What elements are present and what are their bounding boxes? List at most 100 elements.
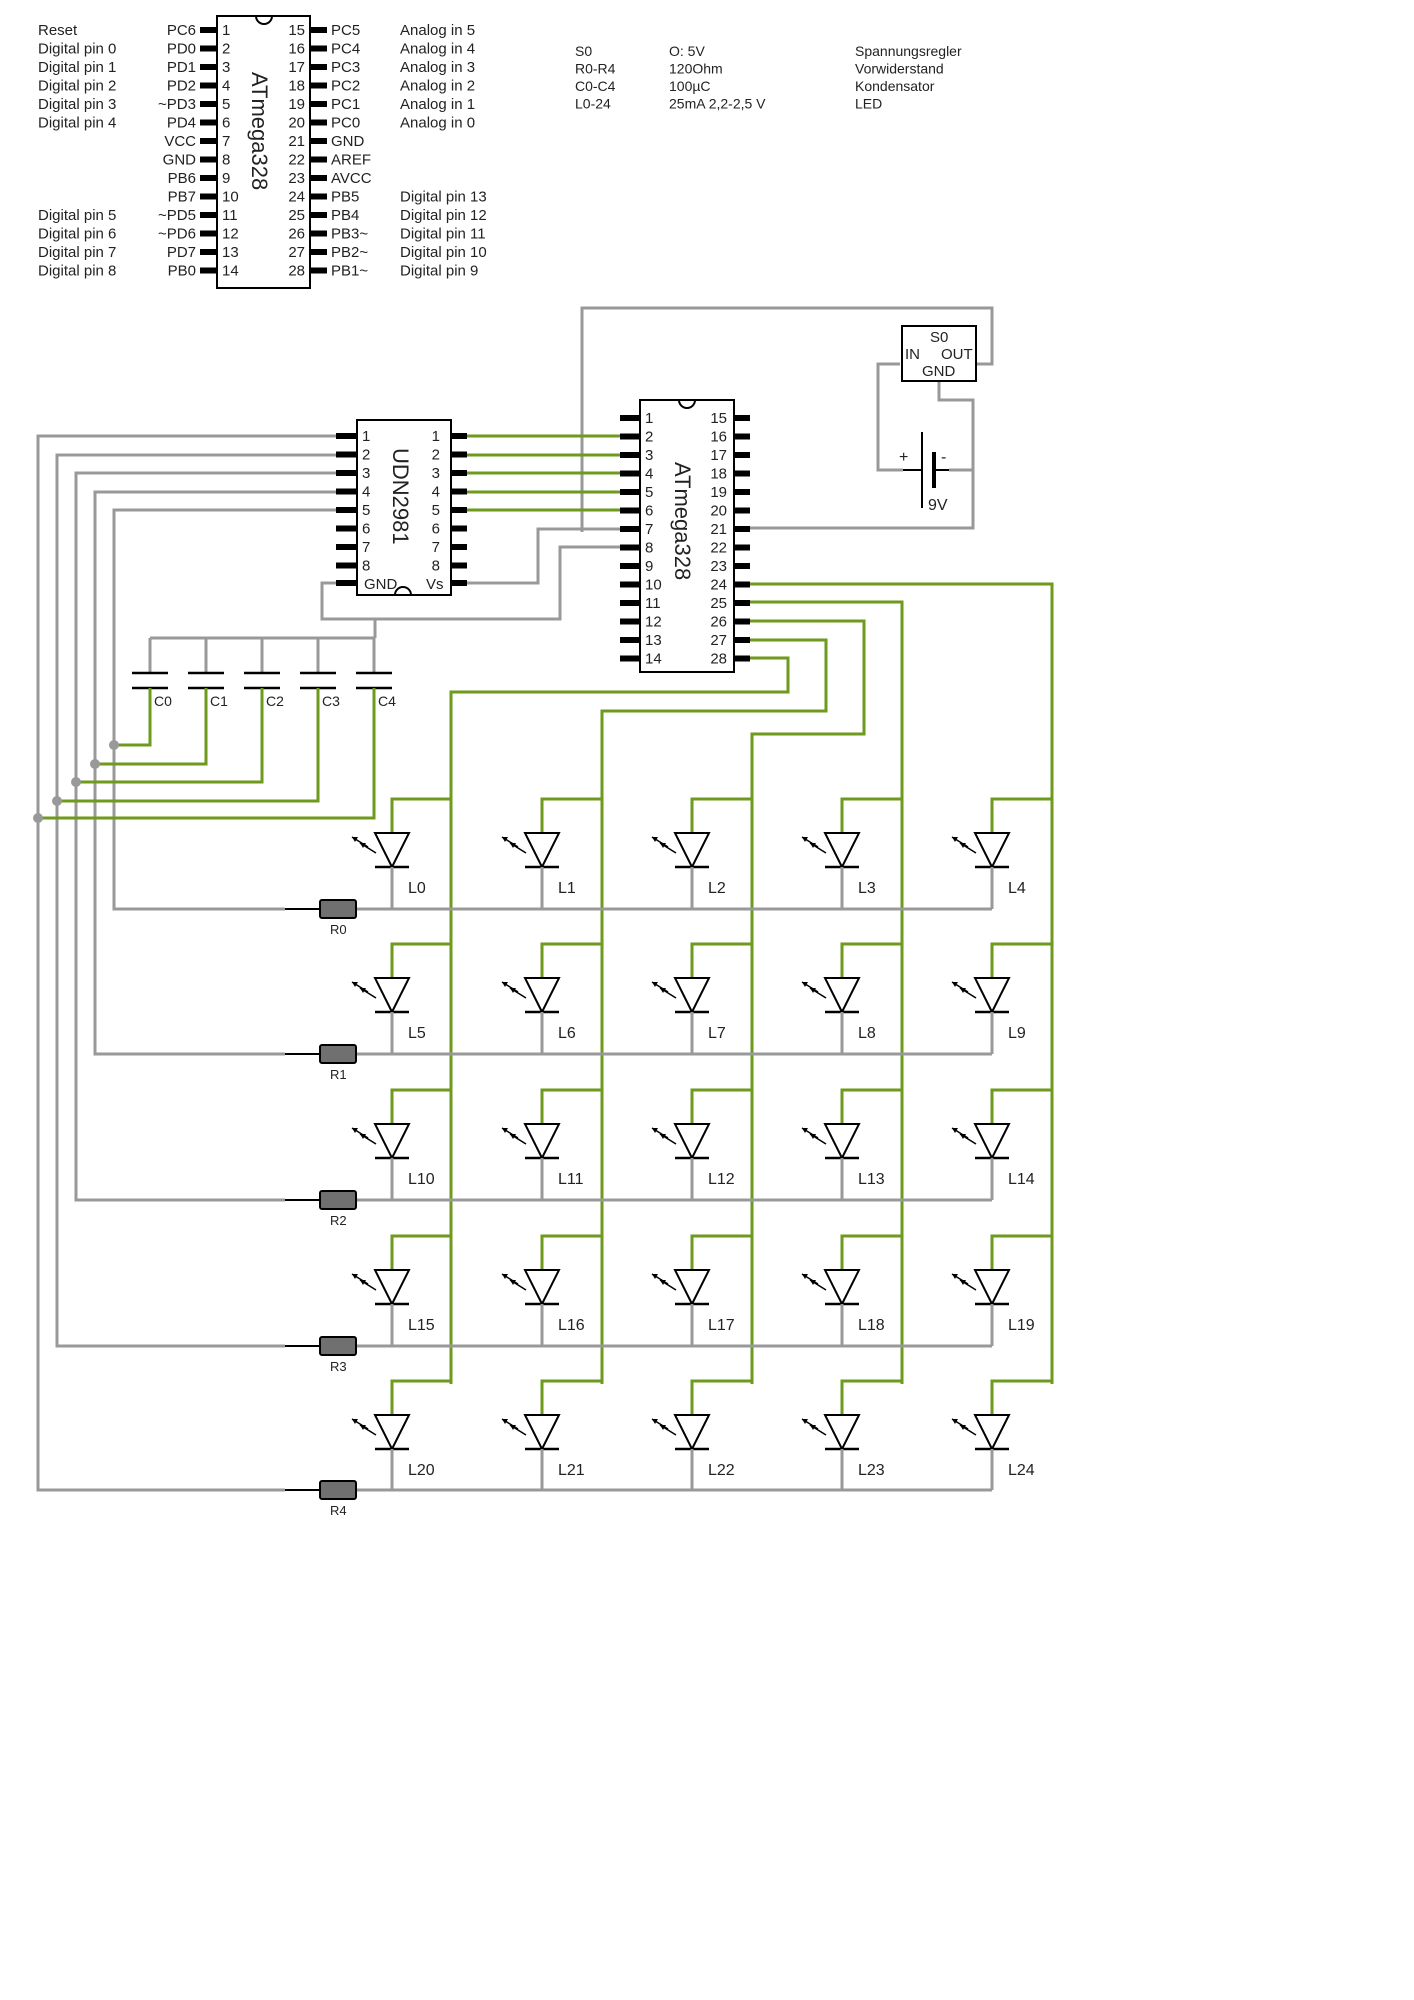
capacitor-label: C2 [266, 693, 284, 709]
part-description: LED [855, 96, 882, 112]
led-diode-symbol [523, 1414, 561, 1452]
led-diode-symbol [673, 1414, 711, 1452]
mcu-left-pin-number: 8 [645, 540, 653, 557]
pinout-right-note: Digital pin 10 [400, 244, 487, 261]
mcu-left-pin-number: 11 [645, 595, 661, 612]
mcu-right-pin-number: 26 [710, 614, 727, 631]
pinout-left-pin-number: 1 [222, 22, 230, 39]
mcu-right-pin-number: 28 [710, 651, 727, 668]
pinout-right-pin-number: 24 [288, 189, 305, 206]
led-diode-symbol [973, 1269, 1011, 1307]
wire-mcu8-gnd [320, 545, 624, 621]
pinout-right-note: Analog in 4 [400, 41, 475, 58]
udn-left-pin-number: 2 [362, 447, 370, 464]
resistor-label: R1 [330, 1067, 347, 1082]
resistor-label: R4 [330, 1503, 347, 1518]
pinout-left-note: Reset [38, 22, 78, 39]
part-ref: S0 [575, 43, 592, 59]
pinout-right-pin-number: 18 [288, 78, 305, 95]
pinout-left-pin-number: 11 [222, 207, 238, 224]
part-ref: L0-24 [575, 96, 611, 112]
pinout-right-pin-number: 26 [288, 226, 305, 243]
led-label: L4 [1008, 880, 1026, 897]
led: L5 [351, 942, 451, 1054]
pinout-right-pin-name: PB5 [331, 189, 359, 206]
pinout-left-pin-number: 14 [222, 263, 239, 280]
regulator-body [901, 325, 977, 382]
led: L23 [801, 1379, 902, 1490]
led-diode-symbol [373, 1414, 411, 1452]
mcu-left-pin-number: 5 [645, 484, 653, 501]
udn-name: UDN2981 [388, 448, 413, 545]
junction-dot [52, 796, 62, 806]
mcu-right-pin-number: 27 [710, 632, 727, 649]
led: L22 [651, 1379, 752, 1490]
resistor: R0 [285, 899, 357, 937]
led-diode-symbol [373, 1269, 411, 1307]
mcu-notch [678, 399, 696, 409]
pinout-right-pin-number: 15 [288, 22, 305, 39]
part-value: O: 5V [669, 43, 705, 59]
led-diode-symbol [523, 1123, 561, 1161]
led: L20 [351, 1379, 451, 1490]
mcu-left-pin-number: 1 [645, 410, 653, 427]
wires [33, 306, 1054, 1492]
parts-row: L0-24 25mA 2,2-2,5 V LED [575, 96, 882, 112]
mcu-left-pin-number: 9 [645, 558, 653, 575]
pinout-left-pin-name: PD0 [167, 41, 196, 58]
resistor-label: R0 [330, 922, 347, 937]
pinout-left-pin-name: VCC [164, 133, 196, 150]
led-label: L5 [408, 1025, 426, 1042]
mcu-right-pin-number: 17 [710, 447, 727, 464]
led: L10 [351, 1088, 451, 1200]
resistor-label: R2 [330, 1213, 347, 1228]
part-value: 25mA 2,2-2,5 V [669, 96, 766, 112]
led-label: L12 [708, 1171, 735, 1188]
resistor: R1 [285, 1044, 357, 1082]
led-diode-symbol [823, 832, 861, 870]
pinout-right-pin-number: 28 [288, 263, 305, 280]
led-diode-symbol [973, 977, 1011, 1015]
led-label: L9 [1008, 1025, 1026, 1042]
led: L3 [801, 797, 902, 909]
pinout-right-note: Analog in 1 [400, 96, 475, 113]
pinout-left-note: Digital pin 4 [38, 115, 116, 132]
pinout-right-pin-number: 25 [288, 207, 305, 224]
pinout-chip-notch [255, 15, 273, 25]
led-diode-symbol [373, 977, 411, 1015]
pinout-right-note: Analog in 2 [400, 78, 475, 95]
led-label: L21 [558, 1462, 585, 1479]
resistor-body [319, 899, 357, 919]
pinout-right-pin-number: 22 [288, 152, 305, 169]
pinout-left-pin-name: PB6 [168, 170, 196, 187]
pinout-left-pin-name: ~PD5 [158, 207, 196, 224]
mcu-right-pin-number: 20 [710, 503, 727, 520]
led-label: L1 [558, 880, 576, 897]
pinout-left-pin-number: 3 [222, 59, 230, 76]
led-label: L19 [1008, 1317, 1035, 1334]
led: L1 [501, 797, 602, 909]
wire-c1-lead [95, 698, 208, 766]
capacitor-label: C0 [154, 693, 172, 709]
pinout-left-note: Digital pin 1 [38, 59, 116, 76]
mcu-body [639, 399, 735, 673]
led-diode-symbol [823, 977, 861, 1015]
wire-c3-lead [57, 698, 320, 803]
pinout-left-note: Digital pin 5 [38, 207, 116, 224]
led-diode-symbol [973, 1123, 1011, 1161]
mcu-left-pin-number: 3 [645, 447, 653, 464]
junction-dot [90, 759, 100, 769]
pinout-right-pin-name: GND [331, 133, 365, 150]
resistor: R4 [285, 1480, 357, 1518]
udn-left-pin-number: 1 [362, 428, 370, 445]
pinout-left-pin-number: 10 [222, 189, 239, 206]
pinout-left-note: Digital pin 0 [38, 41, 116, 58]
battery-9v: + - 9V [899, 432, 949, 514]
mcu-right-pin-number: 21 [710, 521, 727, 538]
